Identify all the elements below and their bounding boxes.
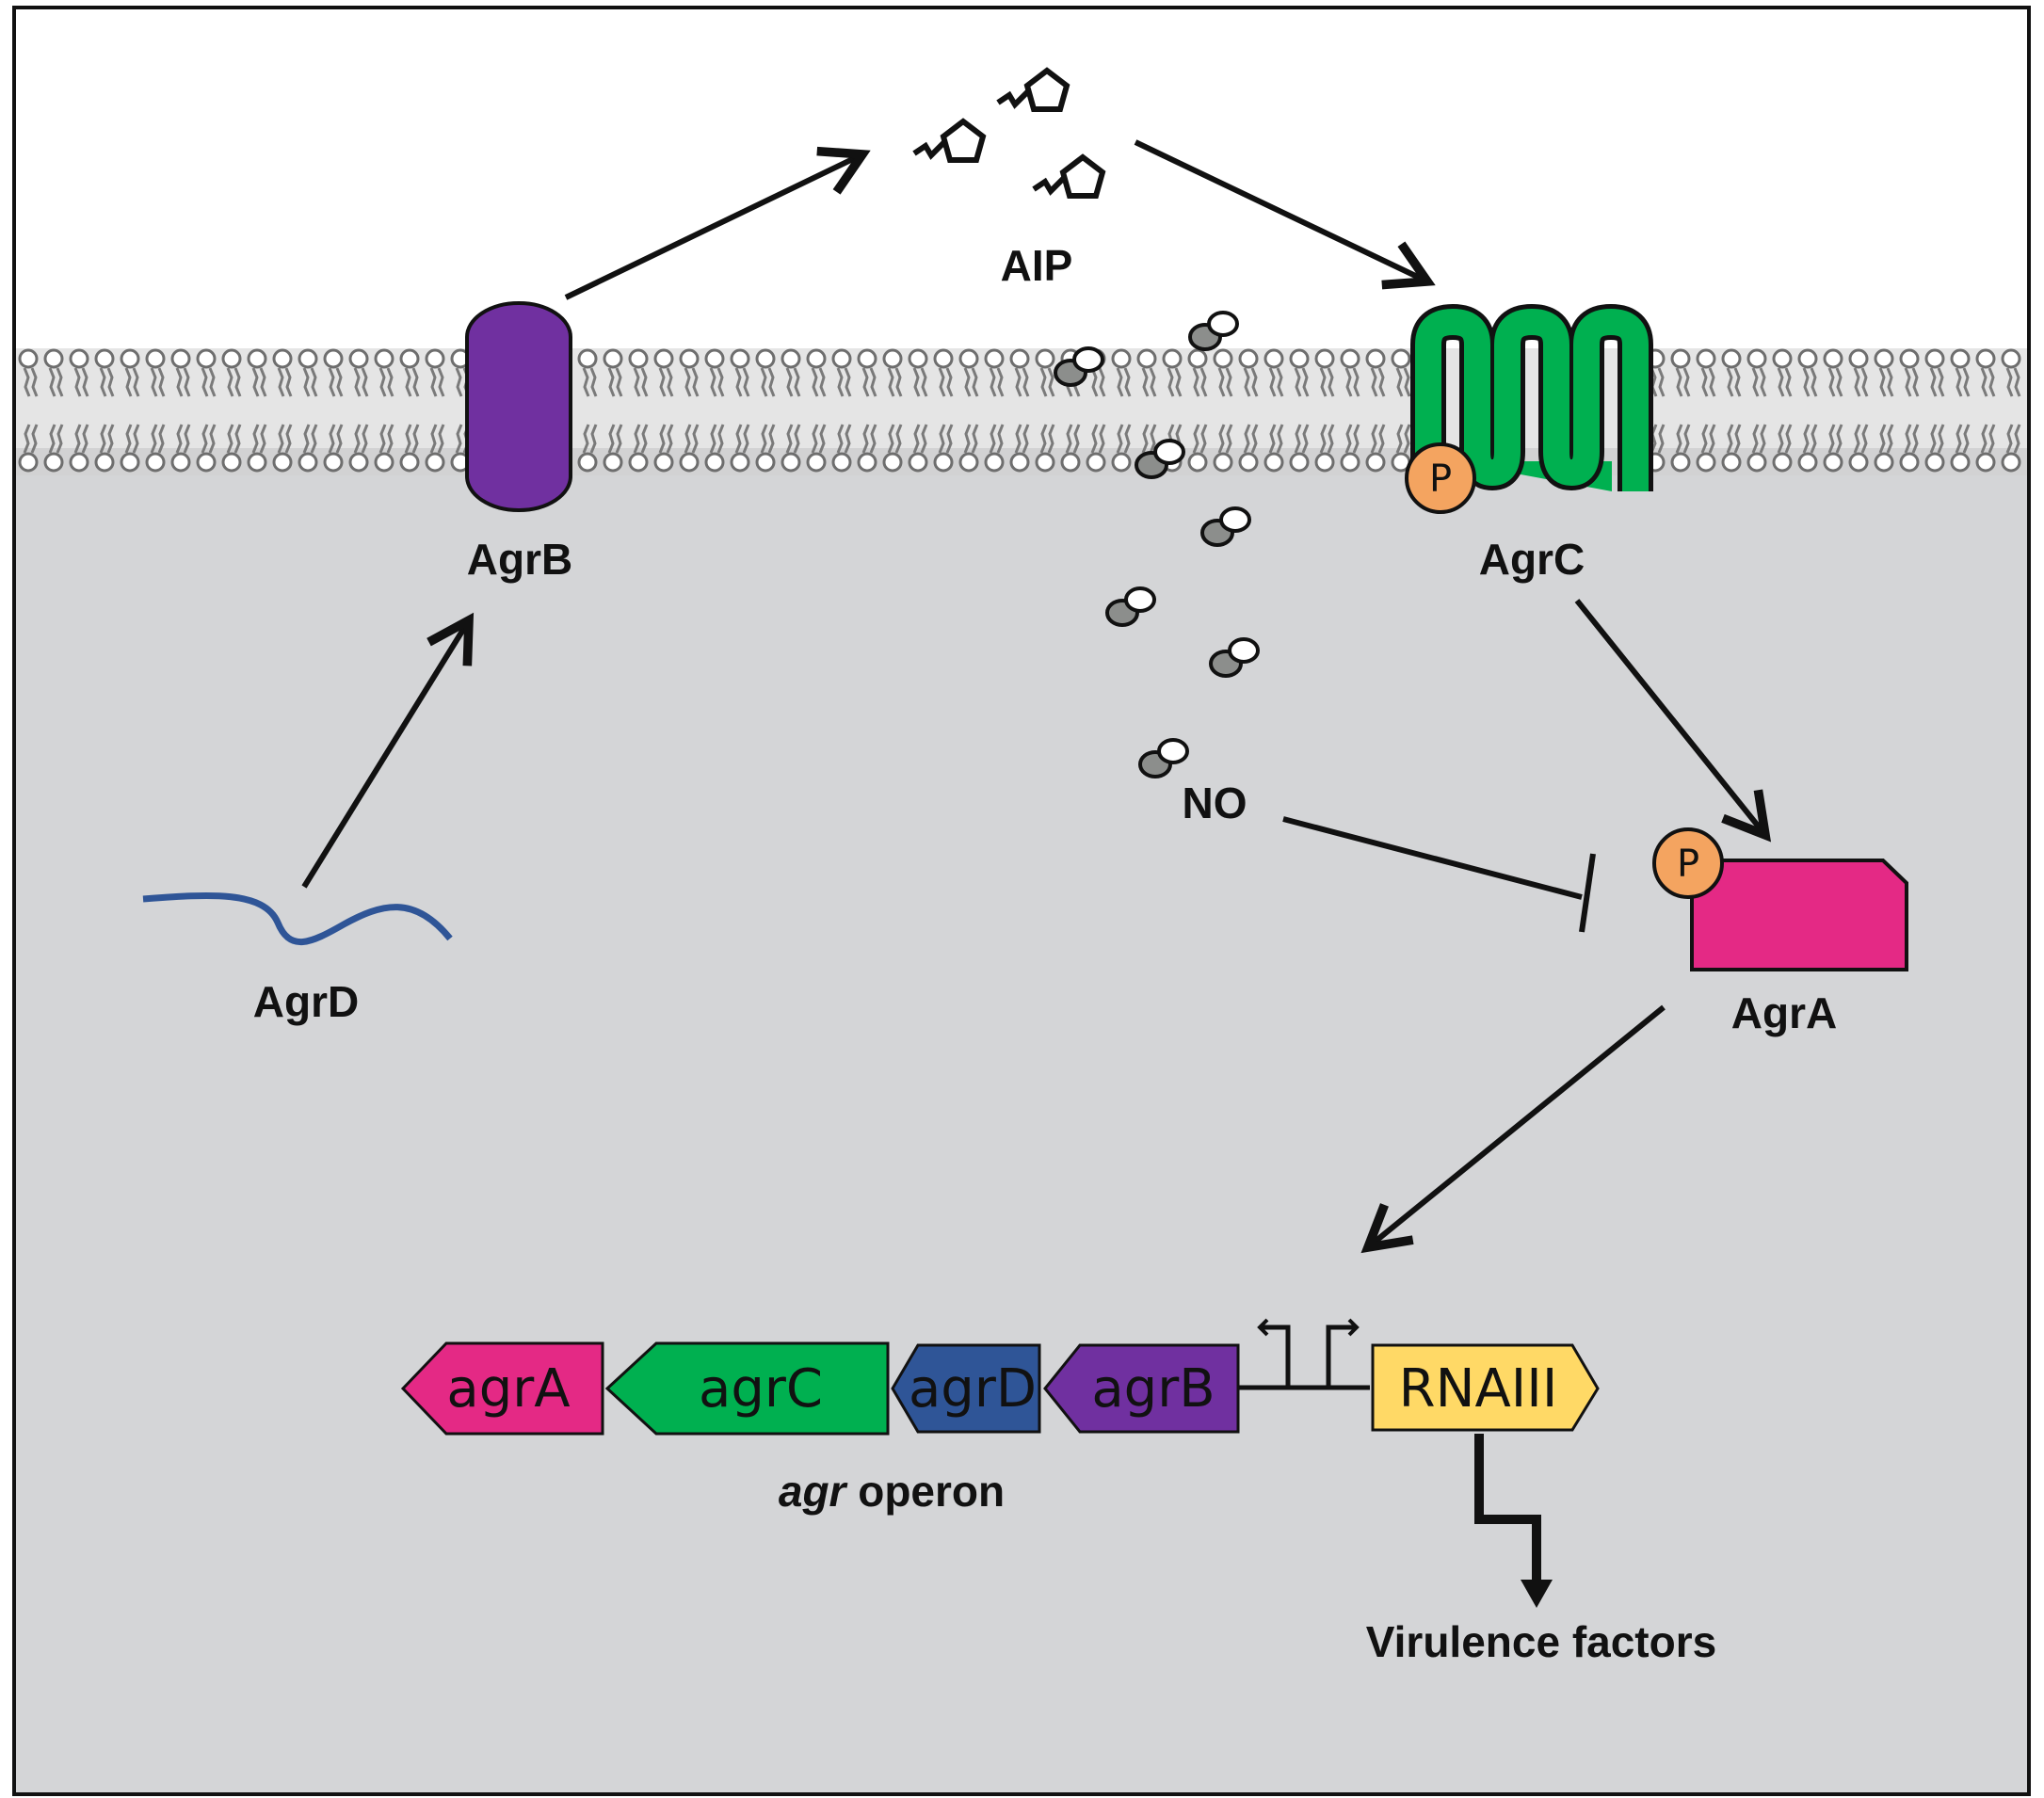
arrow-agrd-to-agrb bbox=[301, 612, 475, 889]
agrd-peptide bbox=[142, 892, 453, 945]
arrow-agrc-to-agra bbox=[1574, 599, 1772, 843]
rnaiii-to-virulence-arrow bbox=[1474, 1434, 1541, 1581]
cytoplasm-area bbox=[16, 448, 2027, 1792]
no-inhibition-bar bbox=[1579, 853, 1596, 933]
agra-label: AgrA bbox=[1731, 988, 1837, 1037]
arrow-agrb-to-aip bbox=[564, 146, 871, 300]
promoter-p2-arrow bbox=[1262, 1324, 1291, 1388]
gene-agrA-label: agrA bbox=[446, 1358, 570, 1420]
gene-agrD-label: agrD bbox=[909, 1358, 1037, 1420]
gene-rnaiii bbox=[1371, 1343, 1600, 1432]
agr-operon: agrA agrC agrD agrB RNAIII agr operon bbox=[400, 1318, 1600, 1516]
operon-label: agr operon bbox=[779, 1467, 1005, 1516]
gene-agrD bbox=[891, 1343, 1041, 1434]
gene-agrC-label: agrC bbox=[699, 1358, 823, 1420]
arrow-agra-to-promoter bbox=[1360, 1004, 1666, 1254]
virulence-label: Virulence factors bbox=[1366, 1617, 1716, 1666]
arrow-aip-to-agrc bbox=[1134, 139, 1436, 290]
svg-text:P: P bbox=[1429, 458, 1452, 501]
agrb-protein bbox=[465, 301, 572, 512]
svg-text:P: P bbox=[1677, 843, 1699, 886]
agrd-label: AgrD bbox=[253, 977, 359, 1026]
promoter-p3-arrow bbox=[1326, 1324, 1355, 1388]
agrc-phosphate: P bbox=[1405, 442, 1476, 514]
agrc-label: AgrC bbox=[1479, 535, 1585, 584]
gene-agrC bbox=[604, 1341, 890, 1436]
gene-rnaiii-label: RNAIII bbox=[1399, 1358, 1558, 1420]
gene-agrA bbox=[400, 1341, 604, 1436]
agra-protein bbox=[1690, 859, 1908, 971]
agra-phosphate: P bbox=[1652, 827, 1724, 899]
agrc-protein bbox=[1410, 304, 1653, 491]
pathway-arrows bbox=[301, 139, 1772, 1254]
no-inhibition-line bbox=[1282, 816, 1583, 900]
aip-label: AIP bbox=[1001, 241, 1073, 290]
gene-agrB bbox=[1043, 1343, 1240, 1434]
agrb-label: AgrB bbox=[467, 535, 572, 584]
no-label: NO bbox=[1183, 779, 1247, 827]
gene-agrB-label: agrB bbox=[1091, 1358, 1215, 1420]
